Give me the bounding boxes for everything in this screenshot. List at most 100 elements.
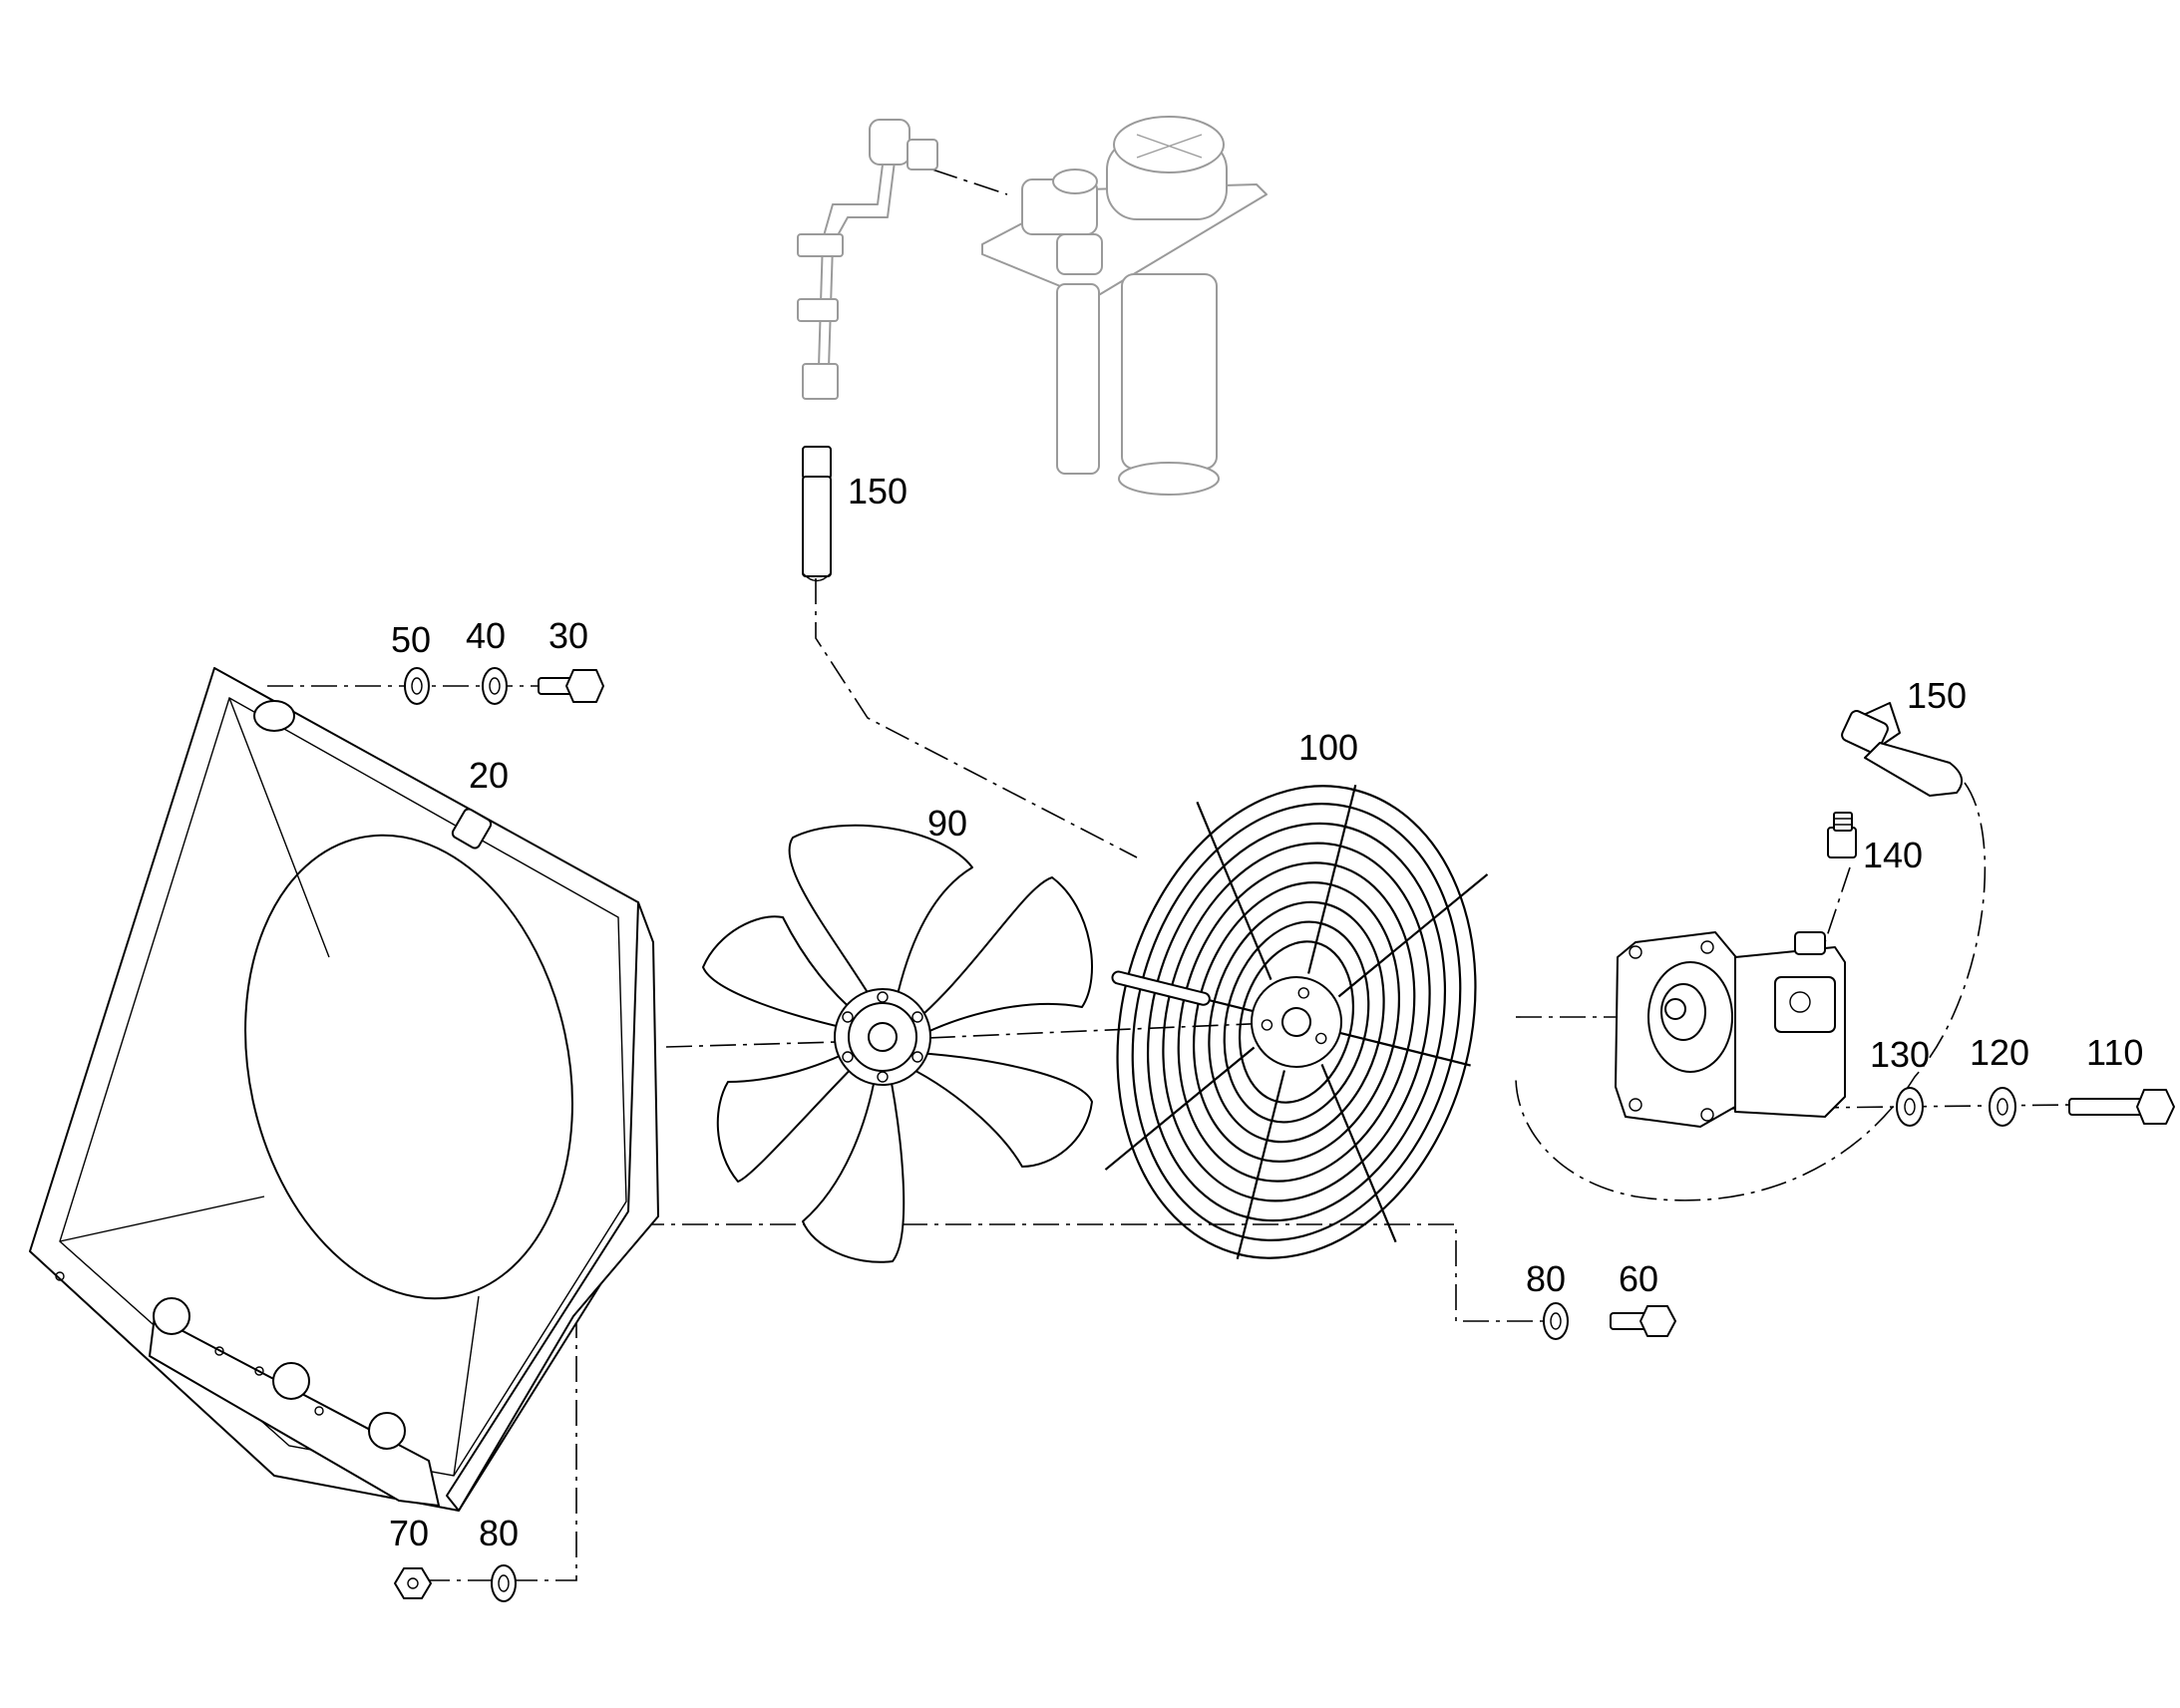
fan-hub-bolt-3: [911, 1051, 923, 1063]
washer-80-left: [491, 1564, 517, 1602]
guard-plate-hole-2: [1315, 1032, 1327, 1045]
guard-spoke-5: [1236, 1070, 1285, 1259]
callout-70: 70: [389, 1513, 429, 1553]
cowl-notch-1: [153, 1297, 190, 1335]
fan-wheel-90: [702, 824, 1093, 1263]
filter-port-top: [1052, 169, 1098, 194]
motor-flange-bolt-2: [1700, 940, 1714, 954]
filter-canister-base: [1118, 462, 1220, 496]
guard-spoke-1: [1307, 785, 1357, 974]
hydraulic-filter-assembly: [797, 116, 1268, 496]
callout-140: 140: [1863, 835, 1923, 875]
guard-mount-bar: [1111, 970, 1211, 1006]
bolt-110-head: [2136, 1089, 2175, 1125]
cowl-notch-3: [368, 1412, 406, 1450]
filter-outlet-knob: [1056, 233, 1103, 275]
motor-shaft: [1664, 998, 1686, 1020]
motor-top-boss: [1794, 931, 1826, 955]
callout-120: 120: [1970, 1032, 2029, 1073]
callout-40: 40: [466, 615, 506, 656]
guard-spoke-6: [1104, 1046, 1256, 1171]
cowl-notch-2: [272, 1362, 310, 1400]
cowl-hole-2: [254, 1366, 264, 1376]
filter-pipe-nut-top: [907, 139, 938, 171]
fan-blade-2: [902, 876, 1093, 1043]
callout-50: 50: [391, 619, 431, 660]
guard-spoke-8: [1196, 801, 1272, 980]
hose-body-upper: [802, 476, 832, 577]
hose-fitting-upper: [802, 446, 832, 480]
motor-port: [1789, 991, 1811, 1013]
fan-hub-bolt-6: [842, 1011, 854, 1023]
nut-70: [394, 1567, 432, 1599]
filter-pipe-elbow-top: [869, 119, 910, 166]
guard-center-bore: [1281, 1007, 1311, 1037]
cowl-top-boss: [253, 700, 295, 732]
fan-blade-4: [802, 1061, 906, 1263]
cowl-hole-3: [314, 1406, 324, 1416]
leader-pipe-to-filter: [931, 169, 1008, 195]
guard-plate-hole-3: [1261, 1019, 1273, 1031]
leader-hub-axis: [665, 1021, 1297, 1048]
callout-80-left: 80: [479, 1513, 519, 1553]
cowl-crease-3: [453, 1295, 480, 1477]
filter-cap: [1113, 116, 1225, 173]
washer-130-hole: [1904, 1098, 1916, 1116]
filter-pipe-nut-lower: [797, 298, 839, 322]
hose-fitting-right: [1841, 710, 1889, 754]
washer-120-hole: [1997, 1098, 2008, 1116]
washer-80-right-hole: [1550, 1312, 1562, 1330]
fan-guard-100: [1104, 785, 1489, 1259]
cowl-hole-4: [55, 1271, 65, 1281]
hose-150-upper: [802, 446, 832, 582]
callout-90: 90: [927, 803, 967, 844]
filter-pipe-nut-mid: [797, 233, 844, 257]
callout-20: 20: [469, 755, 509, 796]
washer-50-hole: [411, 677, 423, 695]
guard-spoke-2: [1337, 873, 1489, 998]
leader-bottom-fasteners: [638, 1223, 1556, 1322]
cowl-hole-1: [214, 1346, 224, 1356]
callout-130: 130: [1870, 1034, 1930, 1075]
callout-60: 60: [1619, 1258, 1658, 1299]
fan-hub-bolt-2: [911, 1011, 923, 1023]
callout-110: 110: [2086, 1032, 2143, 1073]
filter-canister-right: [1121, 273, 1218, 470]
callout-150-right: 150: [1907, 675, 1967, 716]
filter-pipe-nut-bottom: [802, 363, 839, 400]
guard-plate-hole-1: [1297, 987, 1309, 999]
filter-canister-left: [1056, 283, 1100, 475]
washer-130: [1896, 1087, 1924, 1127]
washer-40: [482, 667, 508, 705]
filter-cap-cross: [1136, 134, 1203, 159]
fan-hub-bolt-4: [877, 1071, 889, 1083]
fan-cowl-20: [29, 667, 659, 1512]
callout-100: 100: [1298, 727, 1358, 768]
leader-hose-to-guard: [815, 578, 1138, 858]
guard-spoke-3: [1339, 1031, 1471, 1067]
fan-blade-6: [702, 915, 869, 1033]
fan-blade-3: [897, 1051, 1093, 1168]
fan-hub-bore: [868, 1022, 898, 1052]
washer-50: [404, 667, 430, 705]
hose-body-right: [1864, 742, 1964, 797]
cowl-right-side: [446, 901, 659, 1512]
fitting-thread: [1833, 812, 1853, 832]
motor-flange-bolt-1: [1629, 945, 1642, 959]
hose-end-upper: [802, 572, 832, 582]
fitting-140: [1827, 812, 1857, 858]
bolt-60-head: [1639, 1305, 1676, 1337]
washer-80-left-hole: [498, 1574, 510, 1592]
hydraulic-motor: [1615, 931, 1846, 1128]
guard-spoke-4: [1320, 1064, 1397, 1243]
washer-40-hole: [489, 677, 501, 695]
leader-return-hose: [1515, 782, 1987, 1201]
callout-150-upper: 150: [848, 471, 908, 512]
callout-labels: 150 50 40 30 20 90 100 150 140 130 120 1…: [389, 471, 2143, 1553]
motor-flange-bolt-4: [1700, 1108, 1714, 1122]
callout-80-right: 80: [1526, 1258, 1566, 1299]
cowl-crease-2: [59, 1196, 265, 1242]
leader-nut-washer-bottom: [419, 1224, 577, 1581]
washer-80-right: [1543, 1302, 1569, 1340]
motor-port-block: [1774, 976, 1836, 1033]
